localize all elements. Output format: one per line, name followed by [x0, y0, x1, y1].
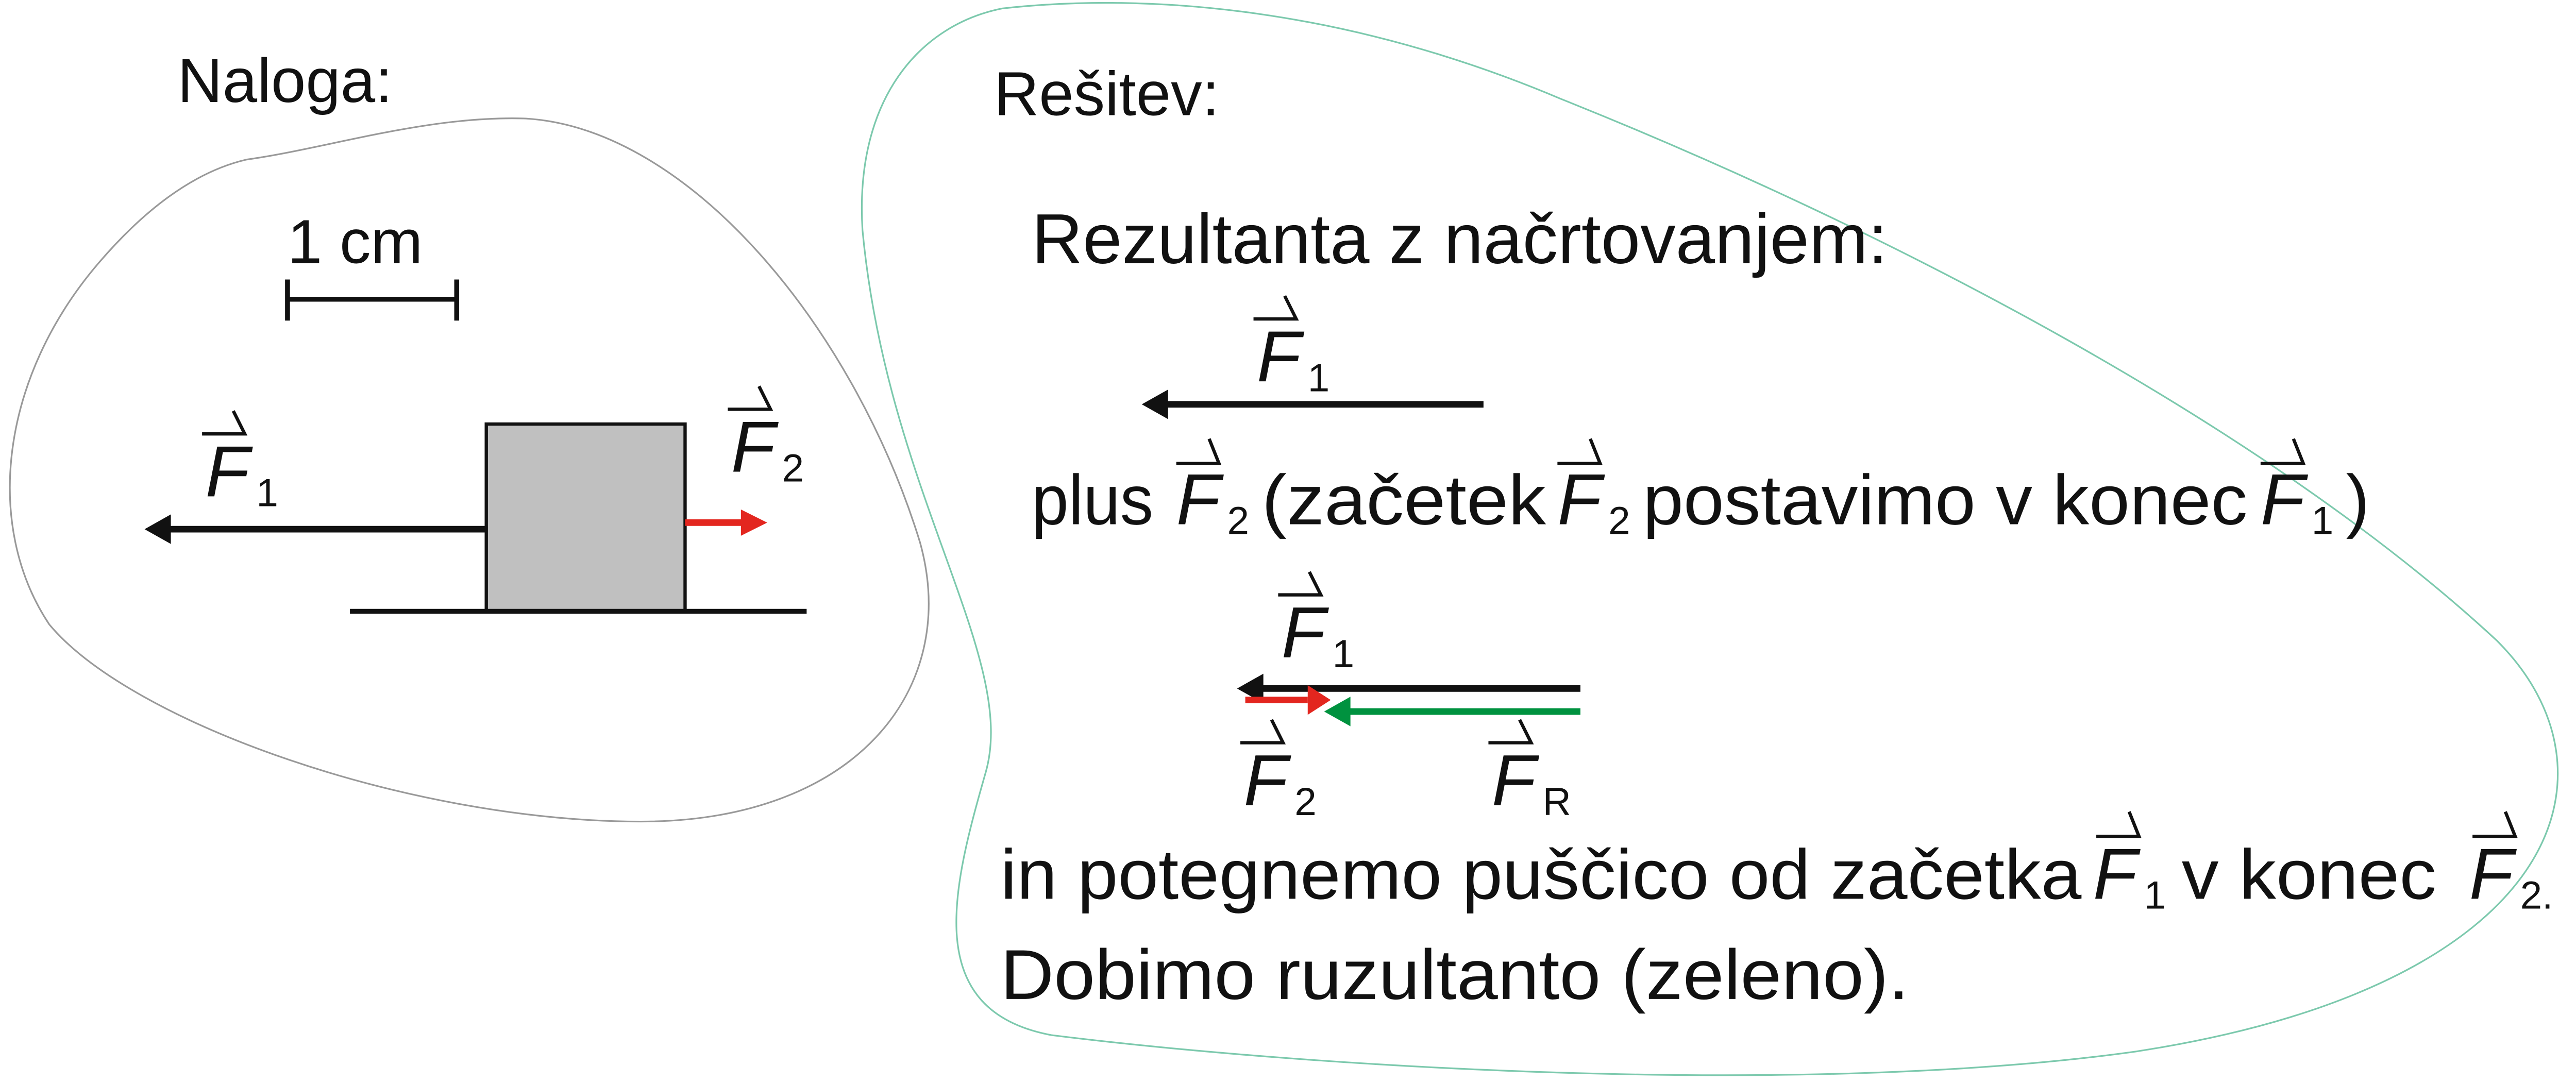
- task-outline: [9, 117, 930, 823]
- sum-arrowhead-f1: [1237, 673, 1264, 704]
- arrowhead-f1: [144, 514, 171, 544]
- svg-text:1: 1: [2312, 499, 2334, 543]
- label-f1: F 1: [202, 410, 278, 515]
- svg-text:2: 2: [1294, 780, 1317, 824]
- svg-text:2.: 2.: [2520, 874, 2553, 918]
- svg-text:1: 1: [1308, 356, 1330, 400]
- scale-label: 1 cm: [288, 207, 423, 277]
- svg-text:F: F: [2261, 459, 2309, 540]
- svg-text:F: F: [731, 407, 779, 487]
- solution-subheading: Rezultanta z načrtovanjem:: [1032, 200, 1888, 279]
- svg-text:F: F: [1492, 740, 1540, 821]
- svg-text:F: F: [1243, 740, 1291, 821]
- svg-text:1: 1: [2144, 874, 2166, 918]
- svg-text:F: F: [1282, 592, 1329, 673]
- scale-bar: [285, 279, 460, 321]
- conclusion-text-b: v konec: [2182, 835, 2436, 914]
- step1-label-f1: F 1: [1253, 295, 1330, 400]
- svg-text:F: F: [206, 431, 254, 512]
- arrowhead-f2: [740, 509, 767, 536]
- block: [484, 422, 687, 613]
- svg-text:2: 2: [782, 447, 804, 490]
- step2-text-a: (začetek: [1261, 461, 1546, 540]
- step2-vector-f1: F 1: [2261, 438, 2334, 543]
- step2-vector-f2b: F 2: [1557, 438, 1630, 543]
- svg-text:F: F: [1557, 459, 1605, 540]
- sum-label-f2: F 2: [1240, 719, 1317, 824]
- conclusion-vector-f1: F 1: [2093, 811, 2166, 918]
- task-heading: Naloga:: [177, 45, 392, 115]
- svg-text:2: 2: [1227, 499, 1250, 543]
- step2-text-b: postavimo v konec: [1643, 461, 2247, 540]
- svg-text:F: F: [1176, 459, 1224, 540]
- svg-text:F: F: [2093, 833, 2141, 914]
- step2-text-c: ): [2346, 461, 2370, 540]
- resultant-arrowhead: [1324, 697, 1351, 726]
- conclusion-text-a: in potegnemo puščico od začetka: [1001, 835, 2082, 914]
- svg-text:F: F: [1257, 316, 1305, 397]
- step1-arrowhead: [1141, 390, 1168, 419]
- sum-arrowhead-f2: [1307, 685, 1331, 715]
- step2-vector-f2: F 2: [1176, 438, 1250, 543]
- step2-plus: plus: [1032, 461, 1153, 540]
- sum-label-f1: F 1: [1278, 571, 1355, 676]
- svg-text:R: R: [1543, 780, 1571, 824]
- svg-text:1: 1: [256, 471, 278, 515]
- conclusion-vector-f2: F 2.: [2469, 811, 2553, 918]
- svg-text:1: 1: [1333, 632, 1355, 676]
- sum-label-fr: F R: [1488, 719, 1571, 824]
- svg-text:2: 2: [1608, 499, 1630, 543]
- label-f2: F 2: [728, 385, 804, 490]
- solution-outline: [861, 2, 2559, 1076]
- svg-text:F: F: [2469, 833, 2517, 914]
- solution-heading: Rešitev:: [994, 59, 1220, 129]
- conclusion-line2: Dobimo ruzultanto (zeleno).: [1001, 936, 1909, 1014]
